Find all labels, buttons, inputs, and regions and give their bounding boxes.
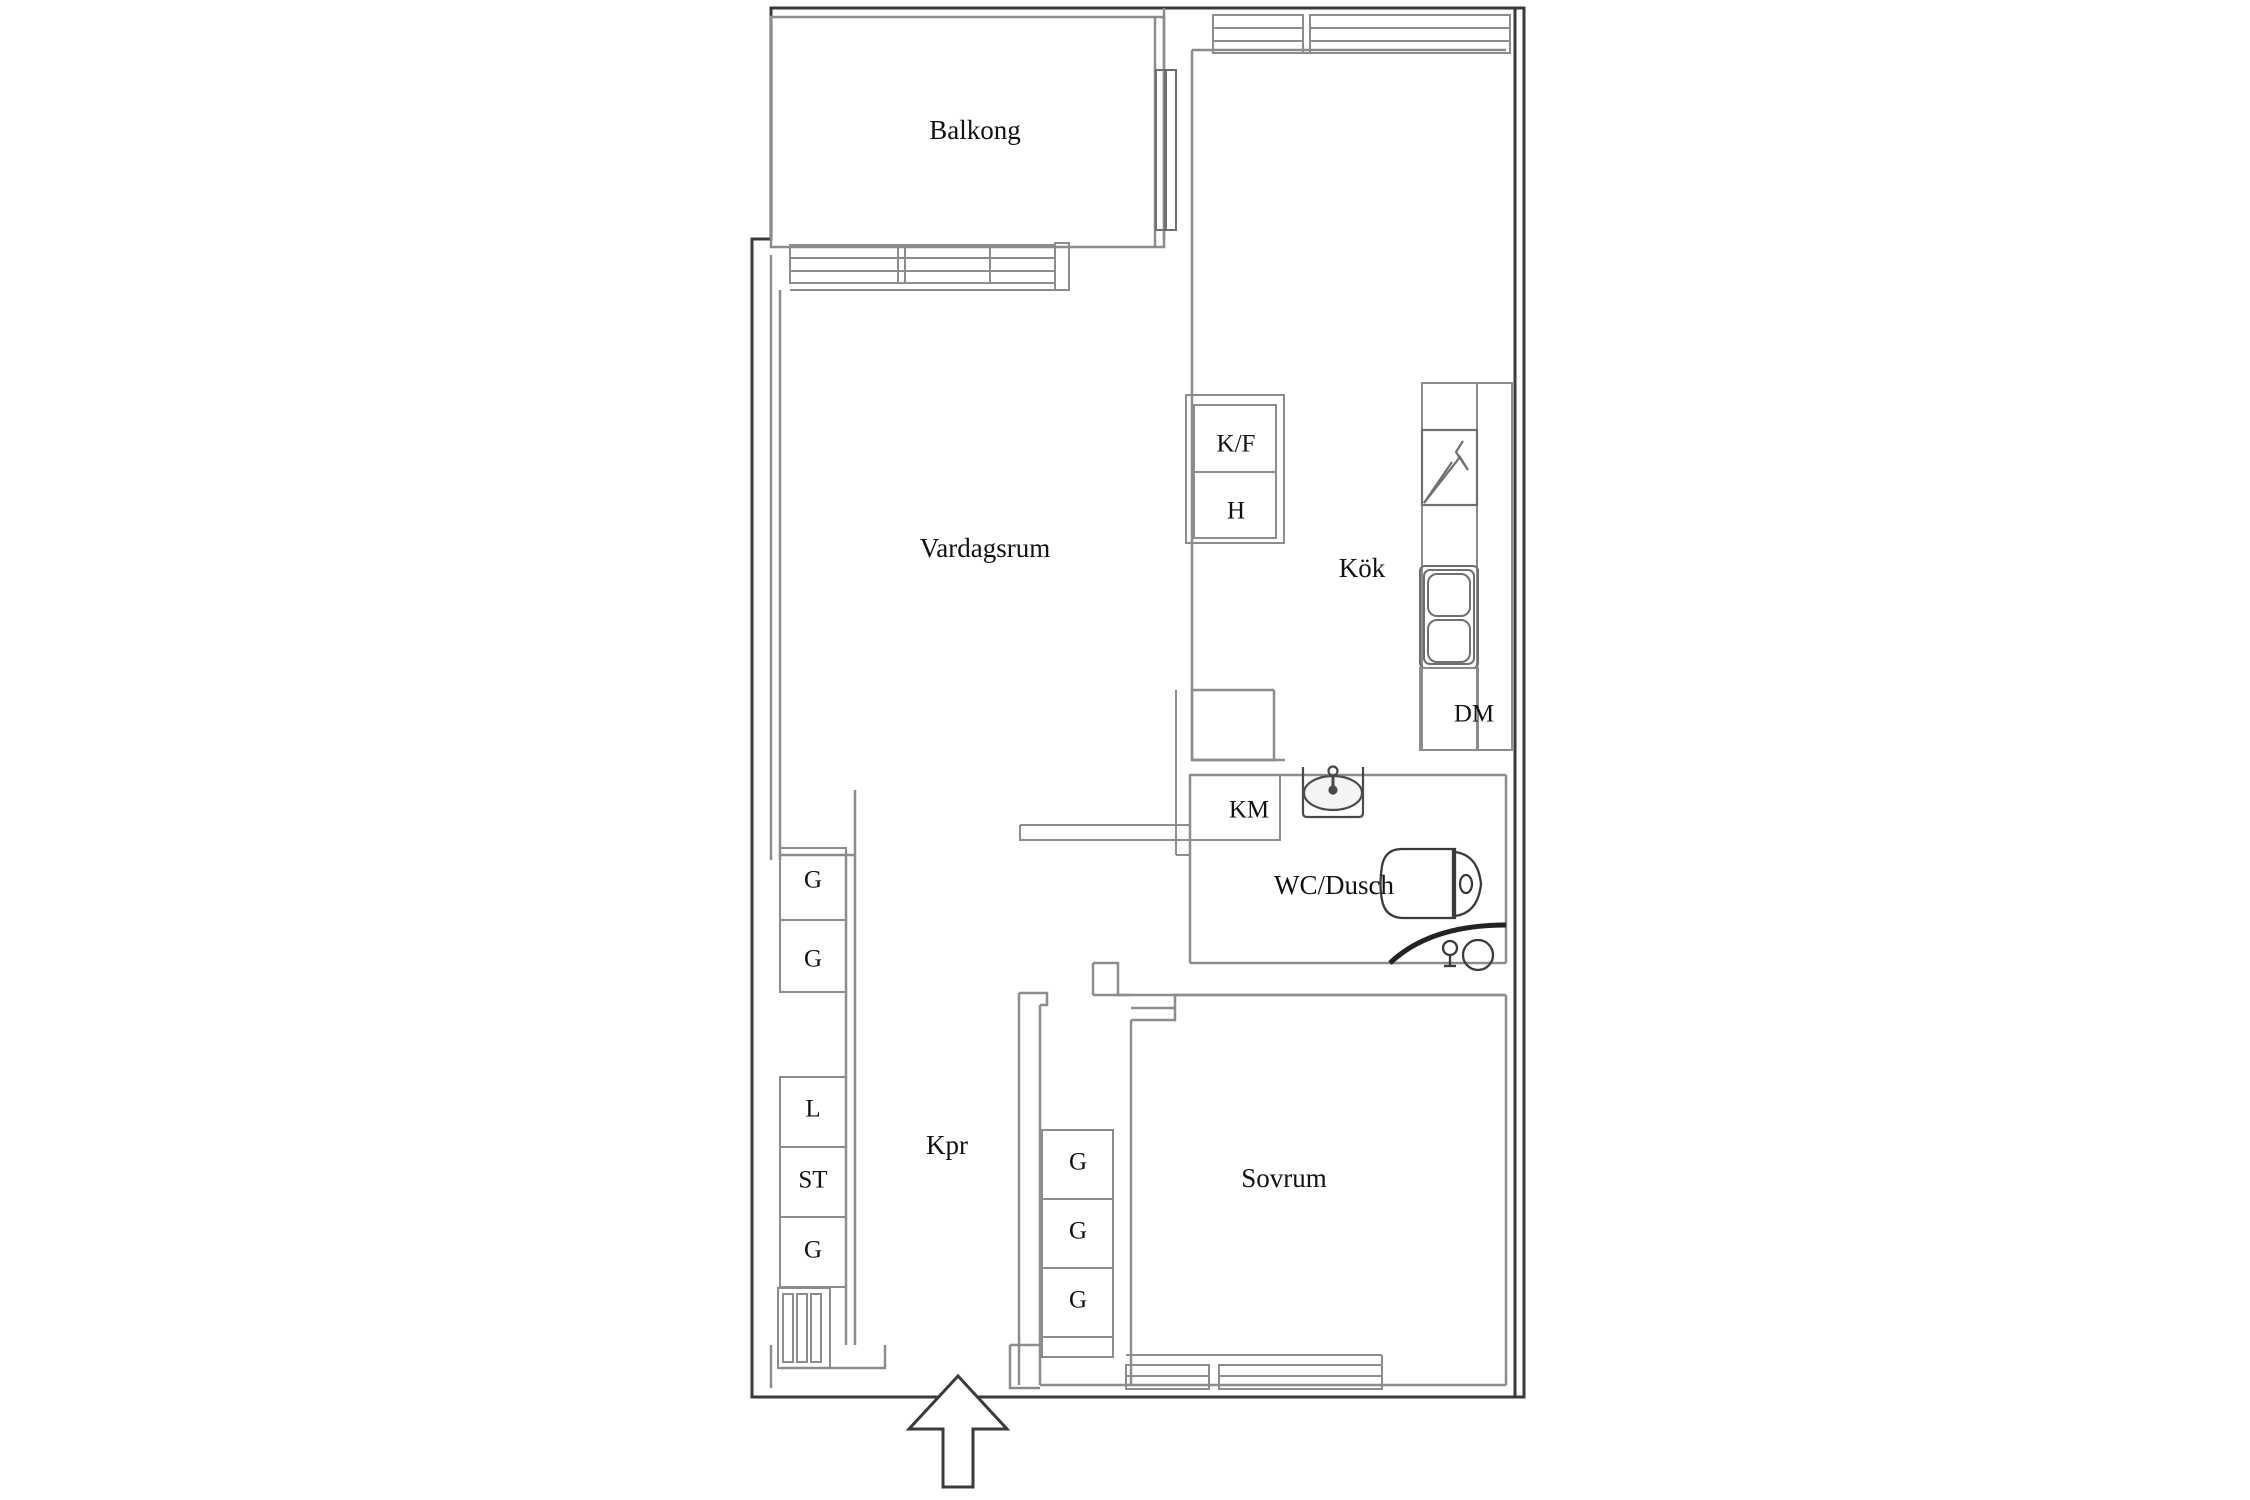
fridge-stove-cabinet: [1185, 394, 1285, 544]
closet-label-hall-l: L: [805, 1096, 820, 1123]
fixture-label-kf: K/F: [1217, 431, 1256, 458]
km-cabinet: [1189, 774, 1281, 841]
room-label-balkong: Balkong: [929, 115, 1021, 145]
toilet-icon: [1379, 847, 1483, 920]
hall-closet-labels: G G L ST G: [798, 867, 827, 1264]
stove-icon: [1420, 428, 1479, 507]
closet-label-hall-g3: G: [804, 1237, 822, 1264]
closet-label-hall-g1: G: [804, 867, 822, 894]
entry-hall-walls: [769, 1345, 887, 1388]
room-label-wc-dusch: WC/Dusch: [1274, 870, 1394, 900]
room-label-vardagsrum: Vardagsrum: [920, 533, 1050, 563]
bedroom-closet-labels: G G G: [1069, 1149, 1087, 1314]
entrance-arrow-icon: [905, 1373, 1011, 1489]
washbasin-icon: [1301, 765, 1365, 819]
window-kitchen-top: [1212, 14, 1511, 54]
fixture-labels: K/F H DM KM: [1217, 431, 1495, 824]
closet-label-hall-st: ST: [798, 1167, 827, 1194]
kitchen-sink-icon: [1419, 565, 1479, 669]
window-livingroom-top: [789, 242, 1070, 291]
dishwasher-cell: [1419, 667, 1479, 751]
wall-living-kitchen: [1190, 688, 1285, 762]
hall-closet-block-upper: [779, 847, 847, 993]
fixture-label-dm: DM: [1454, 701, 1494, 728]
bedroom-walls: [1017, 961, 1508, 1387]
balcony-door-panel: [1155, 69, 1177, 231]
closet-label-bed-g3: G: [1069, 1287, 1087, 1314]
radiator-icon: [777, 1287, 831, 1369]
shower-arc-icon: [1388, 922, 1507, 965]
window-bedroom-bottom: [1125, 1354, 1383, 1390]
bedroom-entry-jamb: [1008, 1343, 1040, 1390]
room-label-kok: Kök: [1339, 553, 1386, 583]
fixture-label-h: H: [1227, 498, 1245, 525]
hall-counter-stub: [1019, 690, 1190, 856]
room-label-kpr: Kpr: [926, 1130, 968, 1160]
shower-mixer-icon: [1441, 939, 1459, 968]
bedroom-closet-block: [1041, 1129, 1114, 1358]
room-label-sovrum: Sovrum: [1241, 1163, 1327, 1193]
shower-drain-icon: [1461, 938, 1495, 972]
closet-label-hall-g2: G: [804, 946, 822, 973]
closet-label-bed-g2: G: [1069, 1218, 1087, 1245]
fixture-label-km: KM: [1229, 797, 1269, 824]
outer-walls: [750, 6, 1526, 1399]
room-labels: Balkong Vardagsrum Kök WC/Dusch Kpr Sovr…: [920, 115, 1395, 1193]
closet-label-bed-g1: G: [1069, 1149, 1087, 1176]
